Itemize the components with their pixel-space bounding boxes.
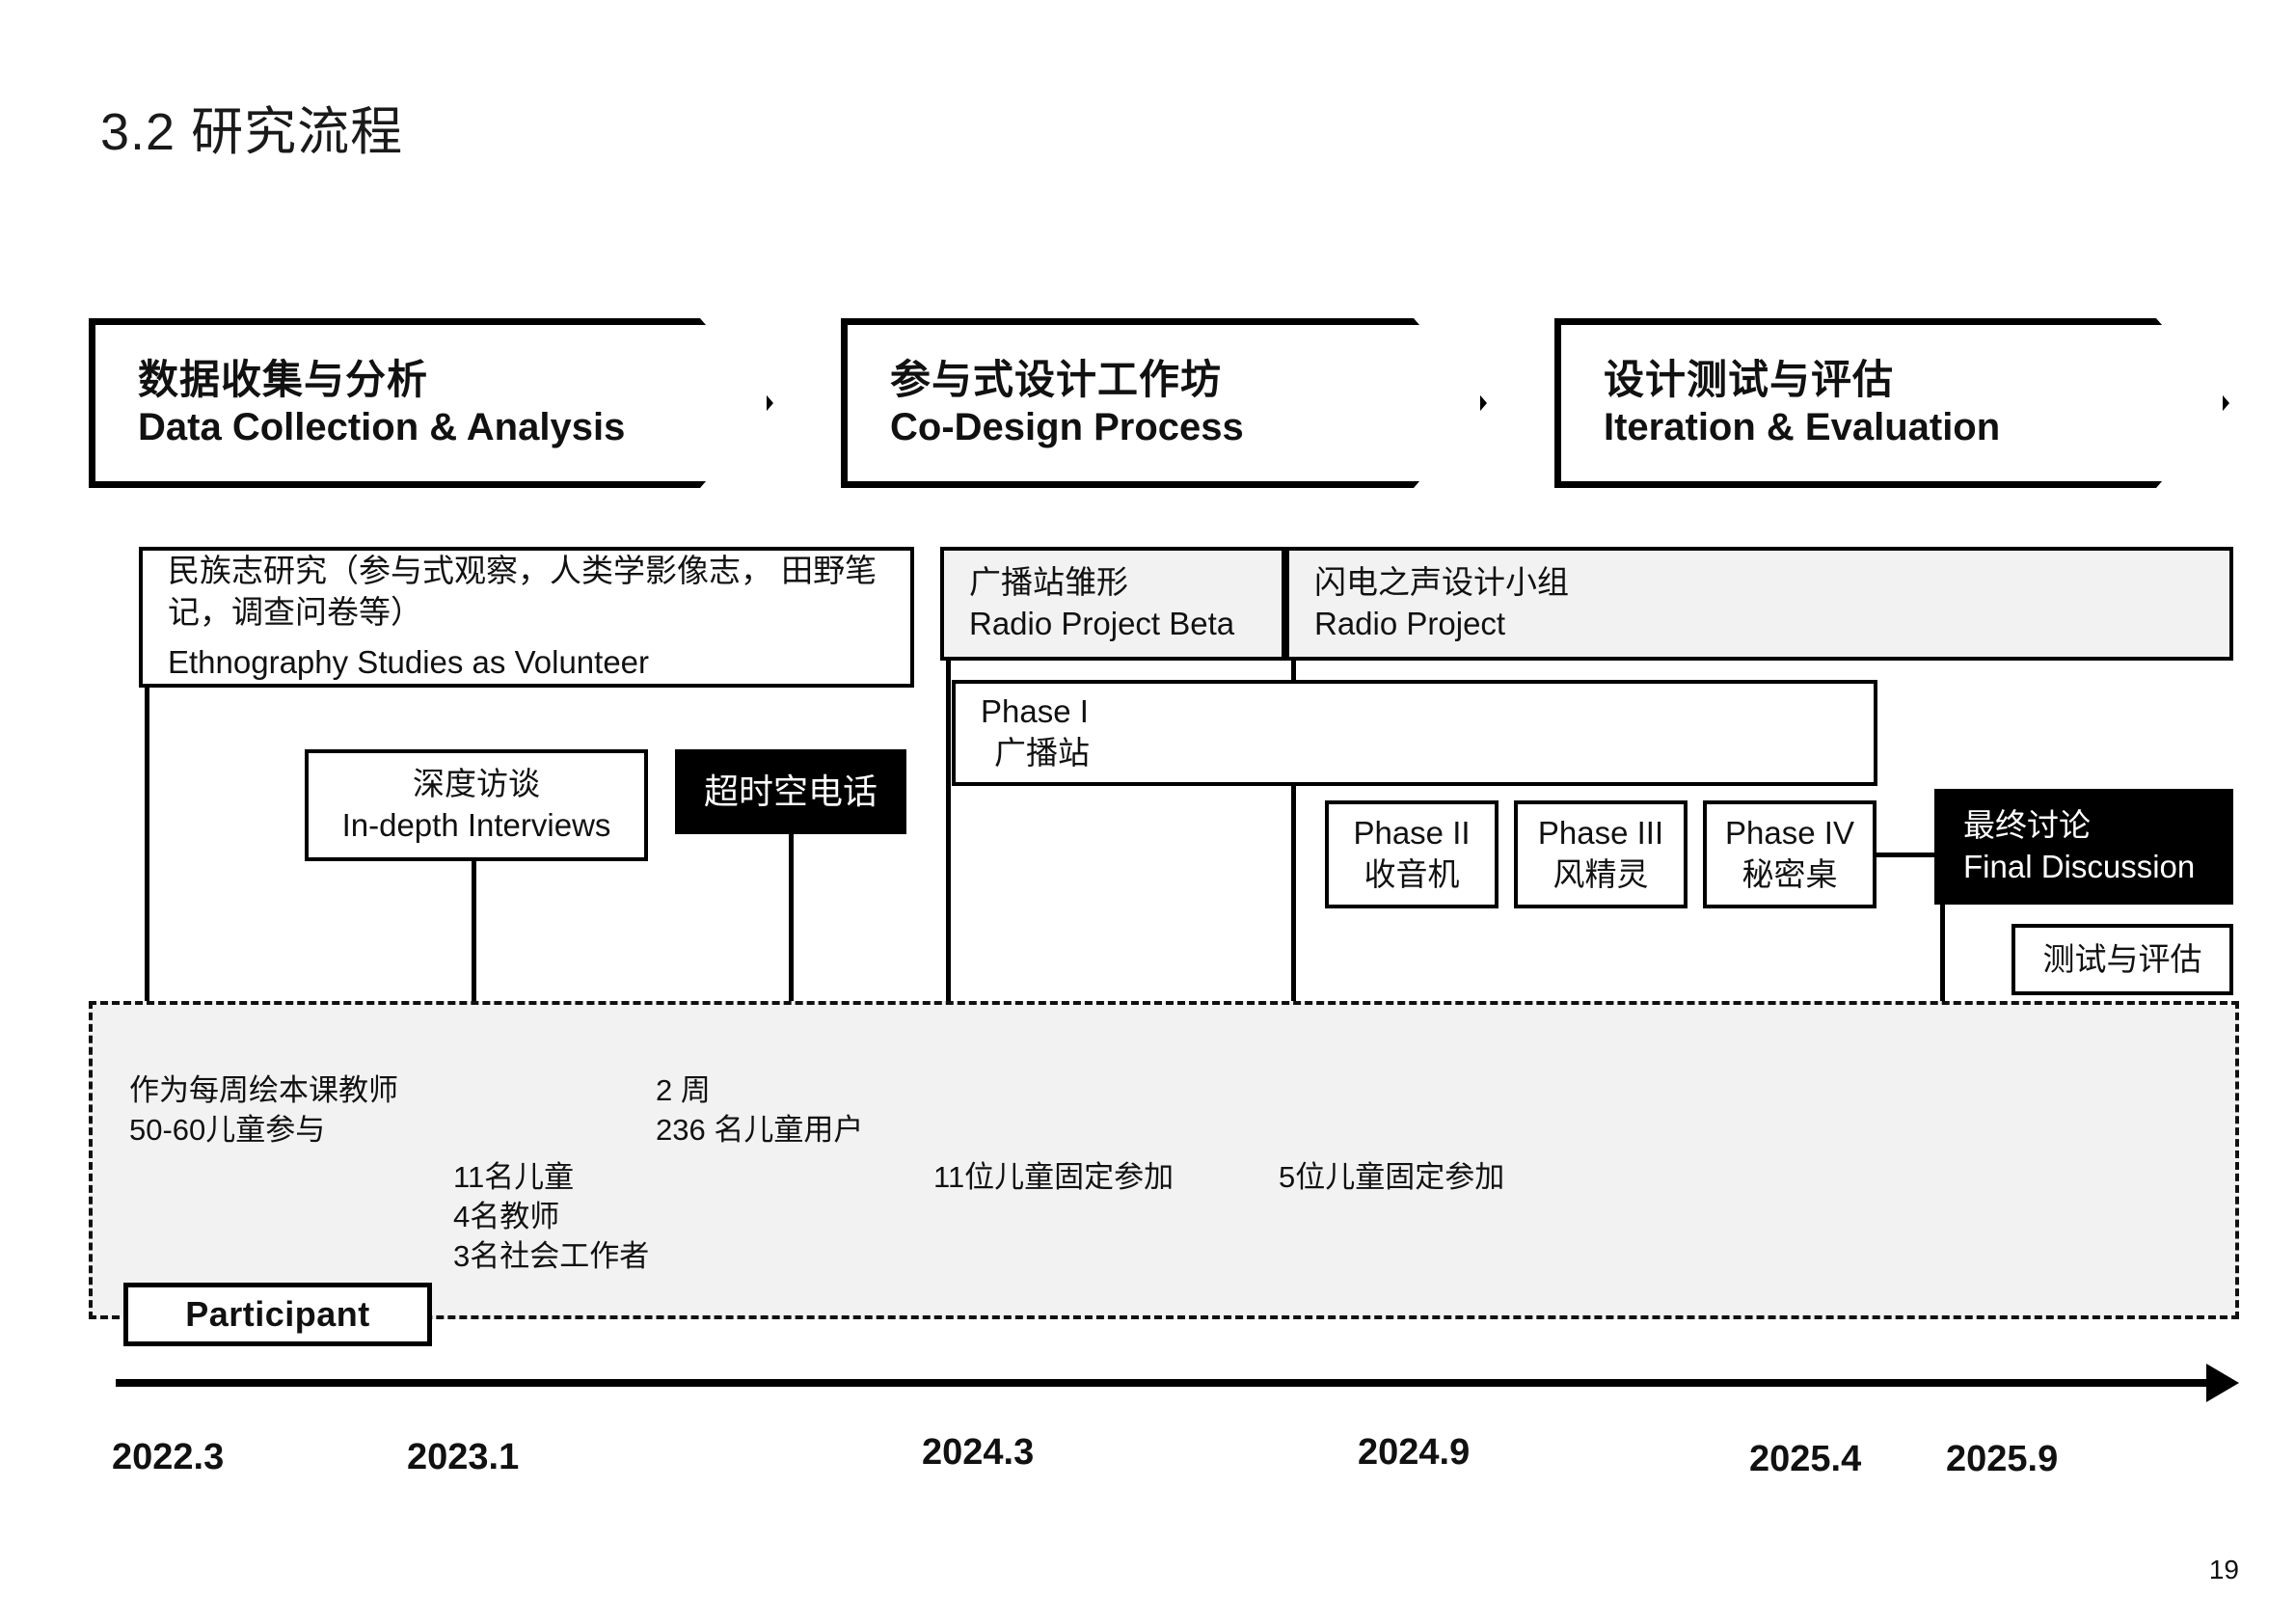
phase1-en: Phase I xyxy=(981,693,1089,730)
task-box-radio-project[interactable]: 闪电之声设计小组 Radio Project xyxy=(1285,547,2233,661)
participant-zone xyxy=(89,1001,2239,1319)
phase1-cn: 广播站 xyxy=(994,735,1090,771)
timeline-arrow-icon xyxy=(2206,1364,2239,1402)
task-box-radio-beta[interactable]: 广播站雏形 Radio Project Beta xyxy=(940,547,1285,661)
connector-phase4-to-final xyxy=(1876,853,1934,857)
connector-stem-radio-project xyxy=(1291,661,1296,1143)
participant-note-ethnography: 作为每周绘本课教师 50-60儿童参与 xyxy=(129,1073,398,1148)
ethnography-en: Ethnography Studies as Volunteer xyxy=(168,644,650,681)
phase-banner-cn: 参与式设计工作坊 xyxy=(890,356,1223,402)
timeline-axis xyxy=(116,1379,2208,1387)
participant-note-radio-project: 5位儿童固定参加 xyxy=(1279,1160,1505,1194)
task-box-final-discussion[interactable]: 最终讨论 Final Discussion xyxy=(1934,789,2233,905)
radio-project-en: Radio Project xyxy=(1314,606,1506,641)
phase4-cn: 秘密桌 xyxy=(1742,856,1838,892)
phase-banner-en: Co-Design Process xyxy=(890,406,1244,449)
phase-banner-iteration[interactable]: 设计测试与评估 Iteration & Evaluation xyxy=(1554,318,2229,488)
phase-banner-en: Iteration & Evaluation xyxy=(1604,406,2001,449)
task-box-test-evaluation[interactable]: 测试与评估 xyxy=(2012,924,2233,995)
phase3-en: Phase III xyxy=(1537,815,1664,852)
task-box-phase-3[interactable]: Phase III 风精灵 xyxy=(1514,800,1688,908)
radio-beta-cn: 广播站雏形 xyxy=(969,564,1128,601)
phase4-en: Phase IV xyxy=(1725,815,1854,852)
phase-banner-data-collection[interactable]: 数据收集与分析 Data Collection & Analysis xyxy=(89,318,773,488)
phase-banner-cn: 设计测试与评估 xyxy=(1604,356,1895,402)
phase3-cn: 风精灵 xyxy=(1552,856,1649,892)
timeline-label-4: 2025.4 xyxy=(1749,1439,1862,1479)
timeline-label-5: 2025.9 xyxy=(1946,1439,2059,1479)
participant-note-hyper-call: 2 周 236 名儿童用户 xyxy=(656,1073,864,1148)
participant-note-radio-beta: 11位儿童固定参加 xyxy=(933,1160,1174,1194)
page-number: 19 xyxy=(2208,1555,2239,1584)
radio-beta-en: Radio Project Beta xyxy=(969,606,1235,641)
task-box-phase-4[interactable]: Phase IV 秘密桌 xyxy=(1703,800,1876,908)
phase2-en: Phase II xyxy=(1353,815,1471,852)
task-box-hyper-call[interactable]: 超时空电话 xyxy=(675,749,906,834)
task-box-phase-2[interactable]: Phase II 收音机 xyxy=(1325,800,1498,908)
timeline-label-0: 2022.3 xyxy=(112,1437,225,1477)
phase-banner-en: Data Collection & Analysis xyxy=(138,406,626,449)
participant-tag: Participant xyxy=(123,1283,432,1346)
connector-stem-hyper-call xyxy=(789,834,794,1075)
connector-stem-radio-beta xyxy=(946,661,951,1066)
timeline-label-3: 2024.9 xyxy=(1358,1432,1471,1473)
phase-banner-co-design[interactable]: 参与式设计工作坊 Co-Design Process xyxy=(841,318,1487,488)
participant-note-interviews: 11名儿童 4名教师 3名社会工作者 xyxy=(453,1160,650,1274)
radio-project-cn: 闪电之声设计小组 xyxy=(1314,564,1569,601)
interviews-en: In-depth Interviews xyxy=(341,807,611,843)
timeline-label-1: 2023.1 xyxy=(407,1437,520,1477)
page-title: 3.2 研究流程 xyxy=(100,103,404,161)
final-discussion-en: Final Discussion xyxy=(1963,849,2196,884)
test-eval-cn: 测试与评估 xyxy=(2042,940,2202,977)
timeline-label-2: 2024.3 xyxy=(922,1432,1035,1473)
phase-banner-cn: 数据收集与分析 xyxy=(138,356,429,402)
ethnography-cn: 民族志研究（参与式观察，人类学影像志， 田野笔记，调查问卷等） xyxy=(168,552,878,630)
final-discussion-cn: 最终讨论 xyxy=(1963,807,2091,844)
connector-stem-ethnography xyxy=(145,688,149,1025)
task-box-ethnography[interactable]: 民族志研究（参与式观察，人类学影像志， 田野笔记，调查问卷等） Ethnogra… xyxy=(139,547,914,688)
task-box-phase-1[interactable]: Phase I 广播站 xyxy=(952,680,1877,786)
task-box-in-depth-interviews[interactable]: 深度访谈 In-depth Interviews xyxy=(305,749,648,861)
phase2-cn: 收音机 xyxy=(1364,856,1460,892)
interviews-cn: 深度访谈 xyxy=(413,766,540,802)
hyper-call-cn: 超时空电话 xyxy=(703,771,878,811)
